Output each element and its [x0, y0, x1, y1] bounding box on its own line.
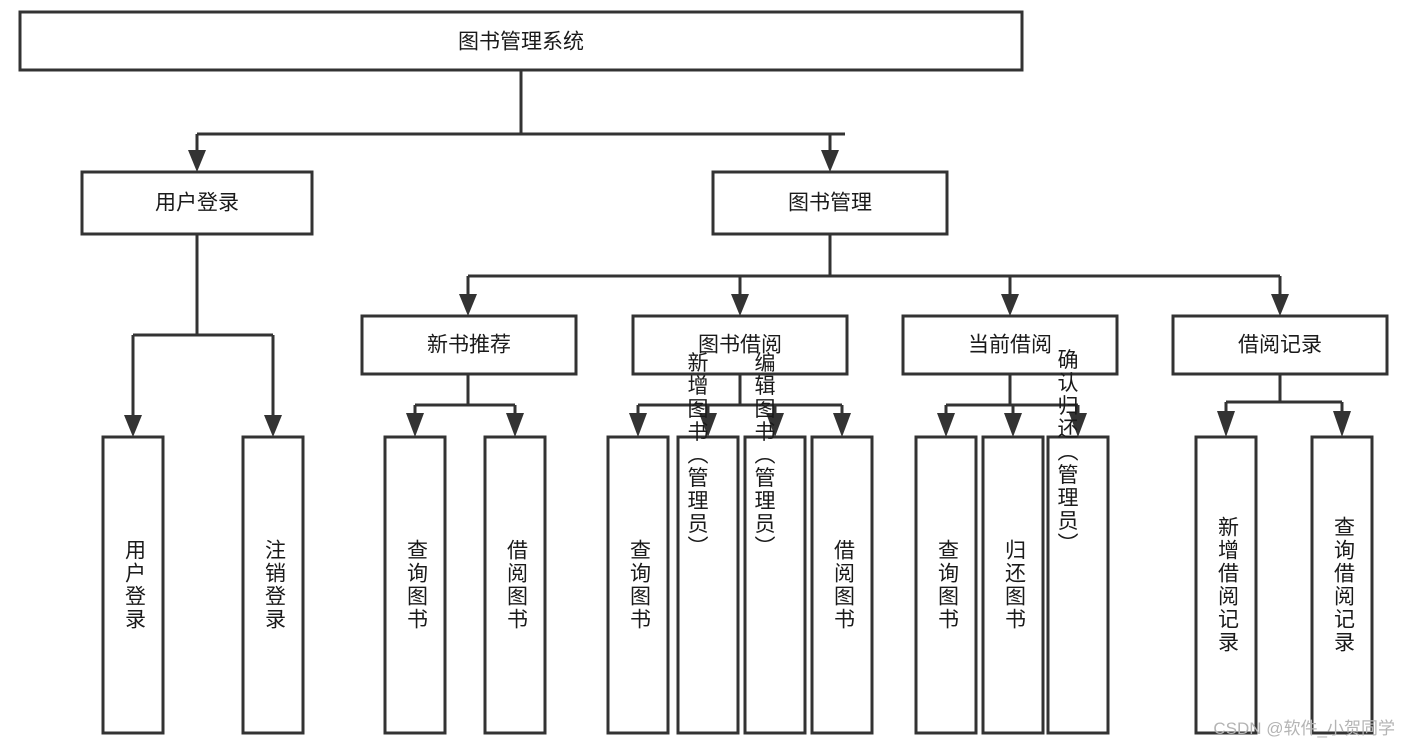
node-leaf-borrow-book-2-box[interactable] — [810, 435, 874, 735]
node-leaf-confirm-return[interactable]: 确认归还（管理员） — [1046, 349, 1110, 735]
node-root[interactable]: 图书管理系统 — [18, 10, 1024, 72]
arrow-head-icon — [699, 413, 717, 437]
node-leaf-query-book-3-box[interactable] — [914, 435, 978, 735]
node-borrow-record[interactable]: 借阅记录 — [1171, 314, 1389, 376]
connector-newbook-to-leaves — [406, 374, 524, 437]
node-leaf-add-book-box[interactable] — [676, 435, 740, 735]
arrow-head-icon — [1271, 294, 1289, 316]
node-leaf-user-logout-label: 注销登录 — [262, 539, 286, 631]
node-current-borrow-box[interactable] — [901, 314, 1119, 376]
node-book-borrow-box[interactable] — [631, 314, 849, 376]
arrow-head-icon — [459, 294, 477, 316]
node-leaf-query-book-3[interactable]: 查询图书 — [914, 435, 978, 735]
node-leaf-query-record[interactable]: 查询借阅记录 — [1310, 435, 1374, 735]
node-leaf-query-book-1[interactable]: 查询图书 — [383, 435, 447, 735]
connector-userlogin-to-leaves — [124, 234, 282, 437]
arrow-head-icon — [1217, 411, 1235, 437]
node-leaf-user-login-label: 用户登录 — [122, 539, 146, 631]
arrow-head-icon — [264, 415, 282, 437]
arrow-head-icon — [937, 413, 955, 437]
node-leaf-query-book-2[interactable]: 查询图书 — [606, 435, 670, 735]
node-leaf-user-logout[interactable]: 注销登录 — [241, 435, 305, 735]
arrow-head-icon — [1333, 411, 1351, 437]
node-leaf-query-book-3-label: 查询图书 — [935, 539, 959, 631]
node-new-book-recommend-box[interactable] — [360, 314, 578, 376]
node-book-borrow-label: 图书借阅 — [698, 334, 782, 357]
node-current-borrow[interactable]: 当前借阅 — [901, 314, 1119, 376]
node-leaf-add-book-label: 新增图书（管理员） — [685, 352, 709, 559]
node-leaf-query-book-2-label: 查询图书 — [627, 539, 651, 631]
node-leaf-edit-book[interactable]: 编辑图书（管理员） — [743, 352, 807, 735]
node-leaf-query-book-1-box[interactable] — [383, 435, 447, 735]
arrow-head-icon — [124, 415, 142, 437]
connector-root-to-level2 — [188, 70, 845, 172]
arrow-head-icon — [833, 413, 851, 437]
arrow-head-icon — [766, 413, 784, 437]
node-user-login[interactable]: 用户登录 — [80, 170, 314, 236]
node-leaf-query-record-label: 查询借阅记录 — [1331, 516, 1355, 654]
node-leaf-query-book-1-label: 查询图书 — [404, 539, 428, 631]
node-leaf-borrow-book-1-box[interactable] — [483, 435, 547, 735]
node-borrow-record-label: 借阅记录 — [1238, 334, 1322, 357]
arrow-head-icon — [731, 294, 749, 316]
node-leaf-return-book-label: 归还图书 — [1002, 539, 1026, 631]
node-user-login-label: 用户登录 — [155, 192, 239, 215]
node-leaf-borrow-book-1-label: 借阅图书 — [504, 539, 528, 631]
node-current-borrow-label: 当前借阅 — [968, 334, 1052, 357]
node-leaf-user-login[interactable]: 用户登录 — [101, 435, 165, 735]
node-leaf-user-logout-box[interactable] — [241, 435, 305, 735]
node-leaf-edit-book-label: 编辑图书（管理员） — [752, 352, 776, 559]
arrow-head-icon — [1001, 294, 1019, 316]
arrow-head-icon — [821, 150, 839, 172]
node-leaf-user-login-box[interactable] — [101, 435, 165, 735]
connector-bookmanagement-to-level3 — [459, 234, 1289, 316]
node-leaf-add-book[interactable]: 新增图书（管理员） — [676, 352, 740, 735]
node-new-book-recommend-label: 新书推荐 — [427, 334, 511, 357]
node-book-management[interactable]: 图书管理 — [711, 170, 949, 236]
node-leaf-add-record-box[interactable] — [1194, 435, 1258, 735]
node-leaf-add-record[interactable]: 新增借阅记录 — [1194, 435, 1258, 735]
arrow-head-icon — [629, 413, 647, 437]
arrow-head-icon — [1004, 413, 1022, 437]
node-leaf-borrow-book-2-label: 借阅图书 — [831, 539, 855, 631]
arrow-head-icon — [188, 150, 206, 172]
node-root-label: 图书管理系统 — [458, 31, 584, 54]
node-user-login-box[interactable] — [80, 170, 314, 236]
connector-currentborrow-to-leaves — [937, 374, 1087, 437]
node-leaf-borrow-book-2[interactable]: 借阅图书 — [810, 435, 874, 735]
arrow-head-icon — [506, 413, 524, 437]
node-leaf-return-book[interactable]: 归还图书 — [981, 435, 1045, 735]
arrow-head-icon — [1069, 413, 1087, 437]
node-leaf-add-record-label: 新增借阅记录 — [1215, 516, 1239, 654]
node-leaf-return-book-box[interactable] — [981, 435, 1045, 735]
node-leaf-query-record-box[interactable] — [1310, 435, 1374, 735]
connector-borrowrecord-to-leaves — [1217, 374, 1351, 437]
node-leaf-confirm-return-label: 确认归还（管理员） — [1055, 349, 1079, 556]
node-leaf-confirm-return-box[interactable] — [1046, 435, 1110, 735]
node-leaf-borrow-book-1[interactable]: 借阅图书 — [483, 435, 547, 735]
node-book-borrow[interactable]: 图书借阅 — [631, 314, 849, 376]
node-leaf-edit-book-box[interactable] — [743, 435, 807, 735]
node-book-management-label: 图书管理 — [788, 192, 872, 215]
node-leaf-query-book-2-box[interactable] — [606, 435, 670, 735]
node-book-management-box[interactable] — [711, 170, 949, 236]
node-borrow-record-box[interactable] — [1171, 314, 1389, 376]
node-root-box[interactable] — [18, 10, 1024, 72]
connector-bookborrow-to-leaves — [629, 374, 851, 437]
arrow-head-icon — [406, 413, 424, 437]
node-new-book-recommend[interactable]: 新书推荐 — [360, 314, 578, 376]
